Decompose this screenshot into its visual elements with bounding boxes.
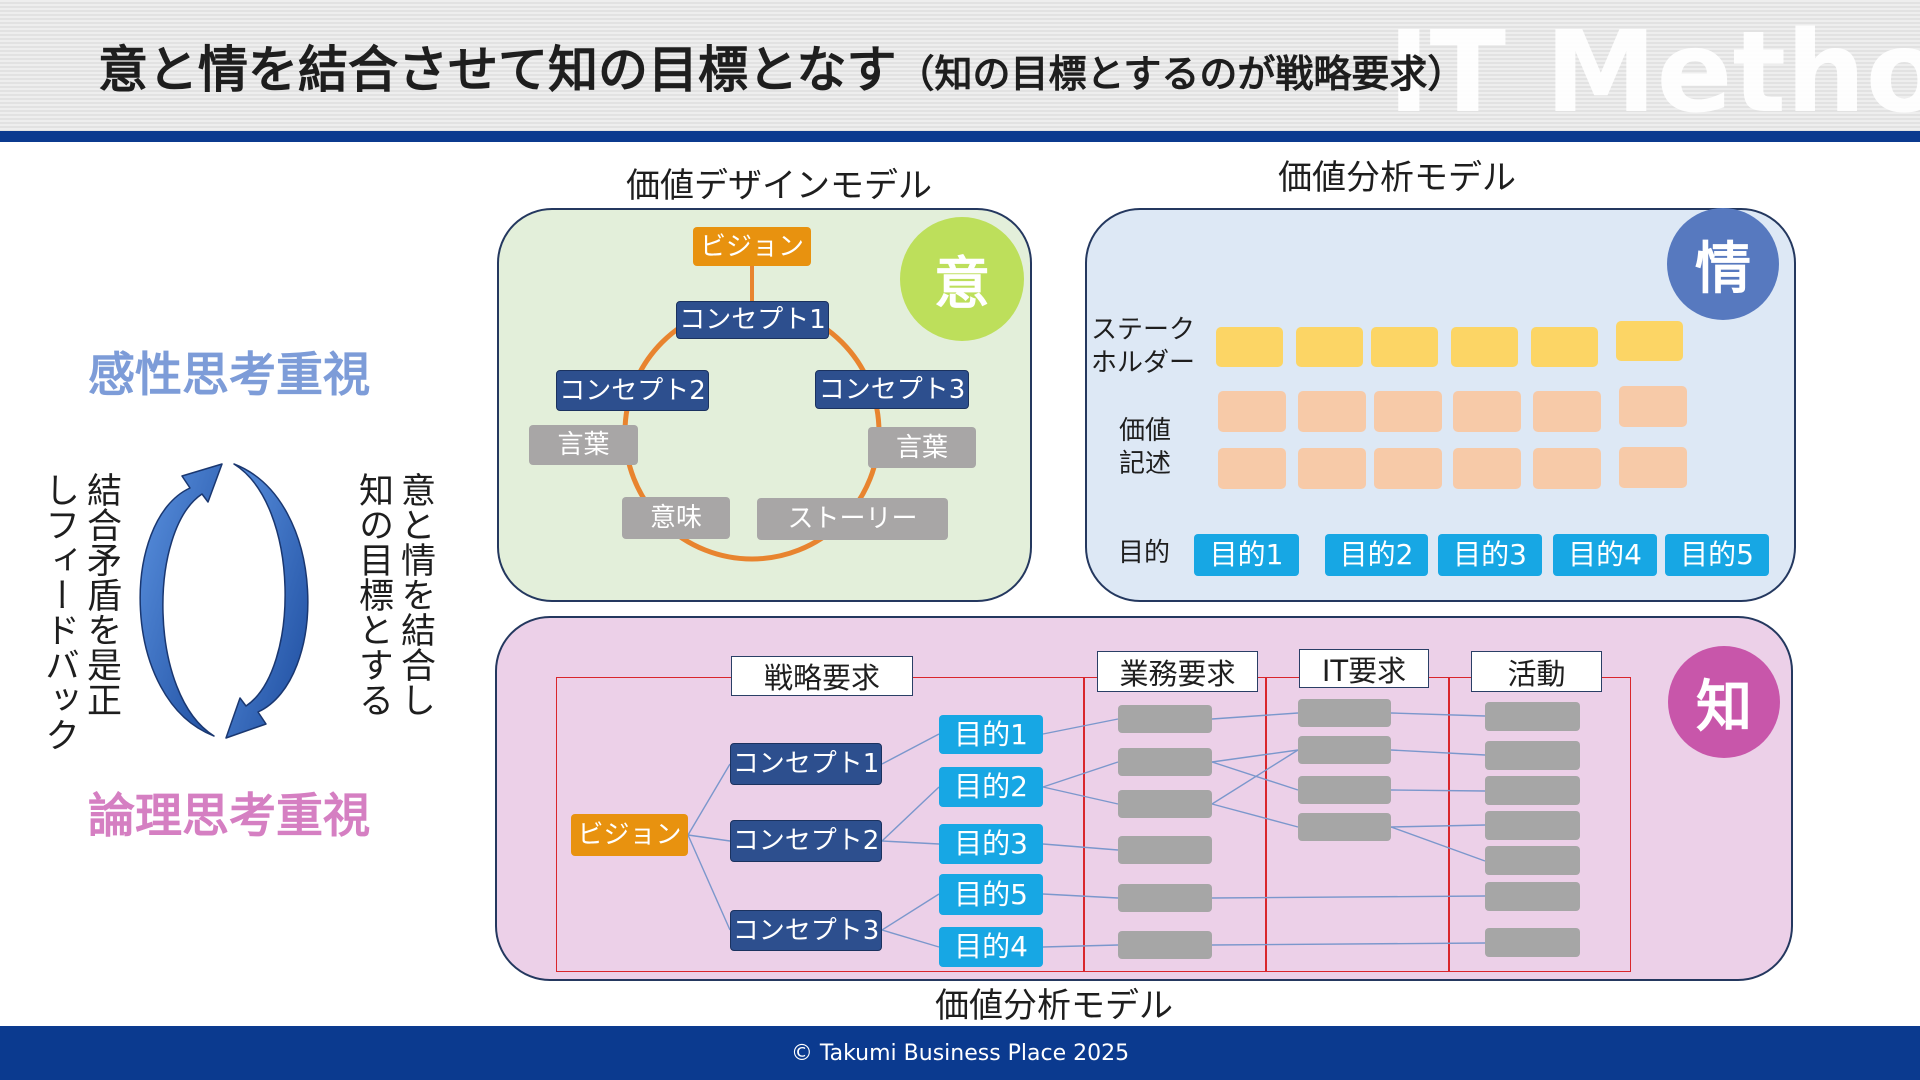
stakeholder-slot [1371, 327, 1438, 367]
strategy-requirement-label: 戦略要求 [731, 656, 913, 696]
knowledge-concept-3-chip: コンセプト3 [730, 910, 882, 951]
cycle-arrows-icon [139, 463, 309, 739]
analysis-purpose-2-chip: 目的2 [1325, 534, 1428, 576]
activity-item [1485, 928, 1580, 957]
value-statement-slot [1374, 448, 1442, 489]
analysis-purpose-1-chip: 目的1 [1194, 534, 1299, 576]
stakeholder-slot [1531, 327, 1598, 367]
design-concept-3-chip: コンセプト3 [815, 370, 969, 409]
value-statement-slot [1218, 448, 1286, 489]
combine-text-line-1: 意と情を結合し [395, 472, 435, 717]
knowledge-purpose-5-chip: 目的5 [939, 874, 1043, 915]
stakeholder-slot [1616, 321, 1683, 361]
it-requirement-item [1298, 776, 1391, 804]
emotion-badge: 情 [1667, 208, 1779, 320]
activity-item [1485, 811, 1580, 840]
design-words-right-chip: 言葉 [868, 427, 976, 468]
knowledge-purpose-4-chip: 目的4 [939, 927, 1043, 967]
it-requirement-label: IT要求 [1299, 649, 1429, 688]
value-statement-slot [1453, 391, 1521, 432]
knowledge-purpose-3-chip: 目的3 [939, 824, 1043, 864]
it-requirement-item [1298, 736, 1391, 764]
header-rule [0, 131, 1920, 142]
stakeholder-label-line-1: ステーク [1091, 315, 1196, 345]
design-concept-1-chip: コンセプト1 [676, 301, 829, 339]
knowledge-vision-chip: ビジョン [571, 814, 688, 856]
value-statement-row-label: 価値 記述 [1119, 415, 1171, 481]
value-statement-slot [1298, 448, 1366, 489]
value-analysis-model-title: 価値分析モデル [1278, 158, 1516, 198]
stakeholder-slot [1216, 327, 1283, 367]
knowledge-badge: 知 [1668, 646, 1780, 758]
knowledge-purpose-1-chip: 目的1 [939, 715, 1043, 754]
intent-badge: 意 [900, 217, 1024, 341]
activity-item [1485, 741, 1580, 770]
business-requirement-item [1118, 884, 1212, 912]
header-band: IT Method 意と情を結合させて知の目標となす（知の目標とするのが戦略要求… [0, 0, 1920, 131]
knowledge-purpose-2-chip: 目的2 [939, 767, 1043, 807]
design-vision-chip: ビジョン [693, 227, 811, 266]
value-statement-slot [1298, 391, 1366, 432]
combine-vertical-text: 意と情を結合し 知の目標とする [352, 472, 436, 772]
value-design-model-title: 価値デザインモデル [626, 166, 932, 206]
cycle-arrow-left-icon [139, 463, 223, 737]
it-requirement-item [1298, 813, 1391, 841]
combine-text-line-2: 知の目標とする [353, 472, 393, 717]
stakeholder-label-line-2: ホルダー [1091, 348, 1196, 378]
feedback-text-line-1: 結合矛盾を是正 [81, 472, 121, 717]
business-requirement-item [1118, 705, 1212, 733]
copyright-text: © Takumi Business Place 2025 [790, 1040, 1130, 1066]
footer-bar: © Takumi Business Place 2025 [0, 1026, 1920, 1080]
watermark-logo: IT Method [1388, 16, 1920, 131]
value-statement-slot [1453, 448, 1521, 489]
knowledge-model-title: 価値分析モデル [935, 986, 1173, 1026]
activity-item [1485, 882, 1580, 911]
analysis-purpose-4-chip: 目的4 [1553, 534, 1657, 576]
activity-label: 活動 [1471, 651, 1602, 692]
value-label-line-2: 記述 [1119, 449, 1172, 479]
sensory-thinking-label: 感性思考重視 [88, 348, 370, 403]
title-main: 意と情を結合させて知の目標となす [98, 41, 897, 99]
activity-item [1485, 846, 1580, 875]
activity-item [1485, 776, 1580, 805]
value-statement-slot [1374, 391, 1442, 432]
knowledge-concept-1-chip: コンセプト1 [730, 743, 882, 785]
value-statement-slot [1619, 386, 1687, 427]
business-requirement-item [1118, 748, 1212, 776]
design-story-chip: ストーリー [757, 498, 948, 540]
analysis-purpose-5-chip: 目的5 [1665, 534, 1769, 576]
feedback-vertical-text: 結合矛盾を是正 しフィードバック [38, 472, 122, 772]
value-statement-slot [1218, 391, 1286, 432]
value-statement-slot [1619, 447, 1687, 488]
feedback-text-line-2: しフィードバック [39, 472, 79, 752]
slide-title: 意と情を結合させて知の目標となす（知の目標とするのが戦略要求） [98, 40, 1465, 100]
purpose-row-label: 目的 [1118, 538, 1171, 568]
knowledge-concept-2-chip: コンセプト2 [730, 820, 882, 862]
design-words-left-chip: 言葉 [529, 425, 638, 465]
logical-thinking-label: 論理思考重視 [88, 789, 370, 844]
value-statement-slot [1533, 391, 1601, 432]
stakeholder-slot [1296, 327, 1363, 367]
business-requirement-item [1118, 790, 1212, 818]
value-label-line-1: 価値 [1119, 416, 1172, 446]
analysis-purpose-3-chip: 目的3 [1438, 534, 1542, 576]
design-meaning-chip: 意味 [622, 497, 730, 539]
it-requirement-item [1298, 699, 1391, 727]
business-requirement-label: 業務要求 [1097, 651, 1258, 692]
design-concept-2-chip: コンセプト2 [556, 370, 709, 411]
business-requirement-item [1118, 931, 1212, 959]
value-statement-slot [1533, 448, 1601, 489]
cycle-arrow-right-icon [225, 463, 309, 739]
activity-item [1485, 702, 1580, 731]
stakeholder-slot [1451, 327, 1518, 367]
business-requirement-item [1118, 836, 1212, 864]
title-subtitle: （知の目標とするのが戦略要求） [896, 52, 1466, 96]
stakeholder-row-label: ステーク ホルダー [1091, 314, 1195, 380]
